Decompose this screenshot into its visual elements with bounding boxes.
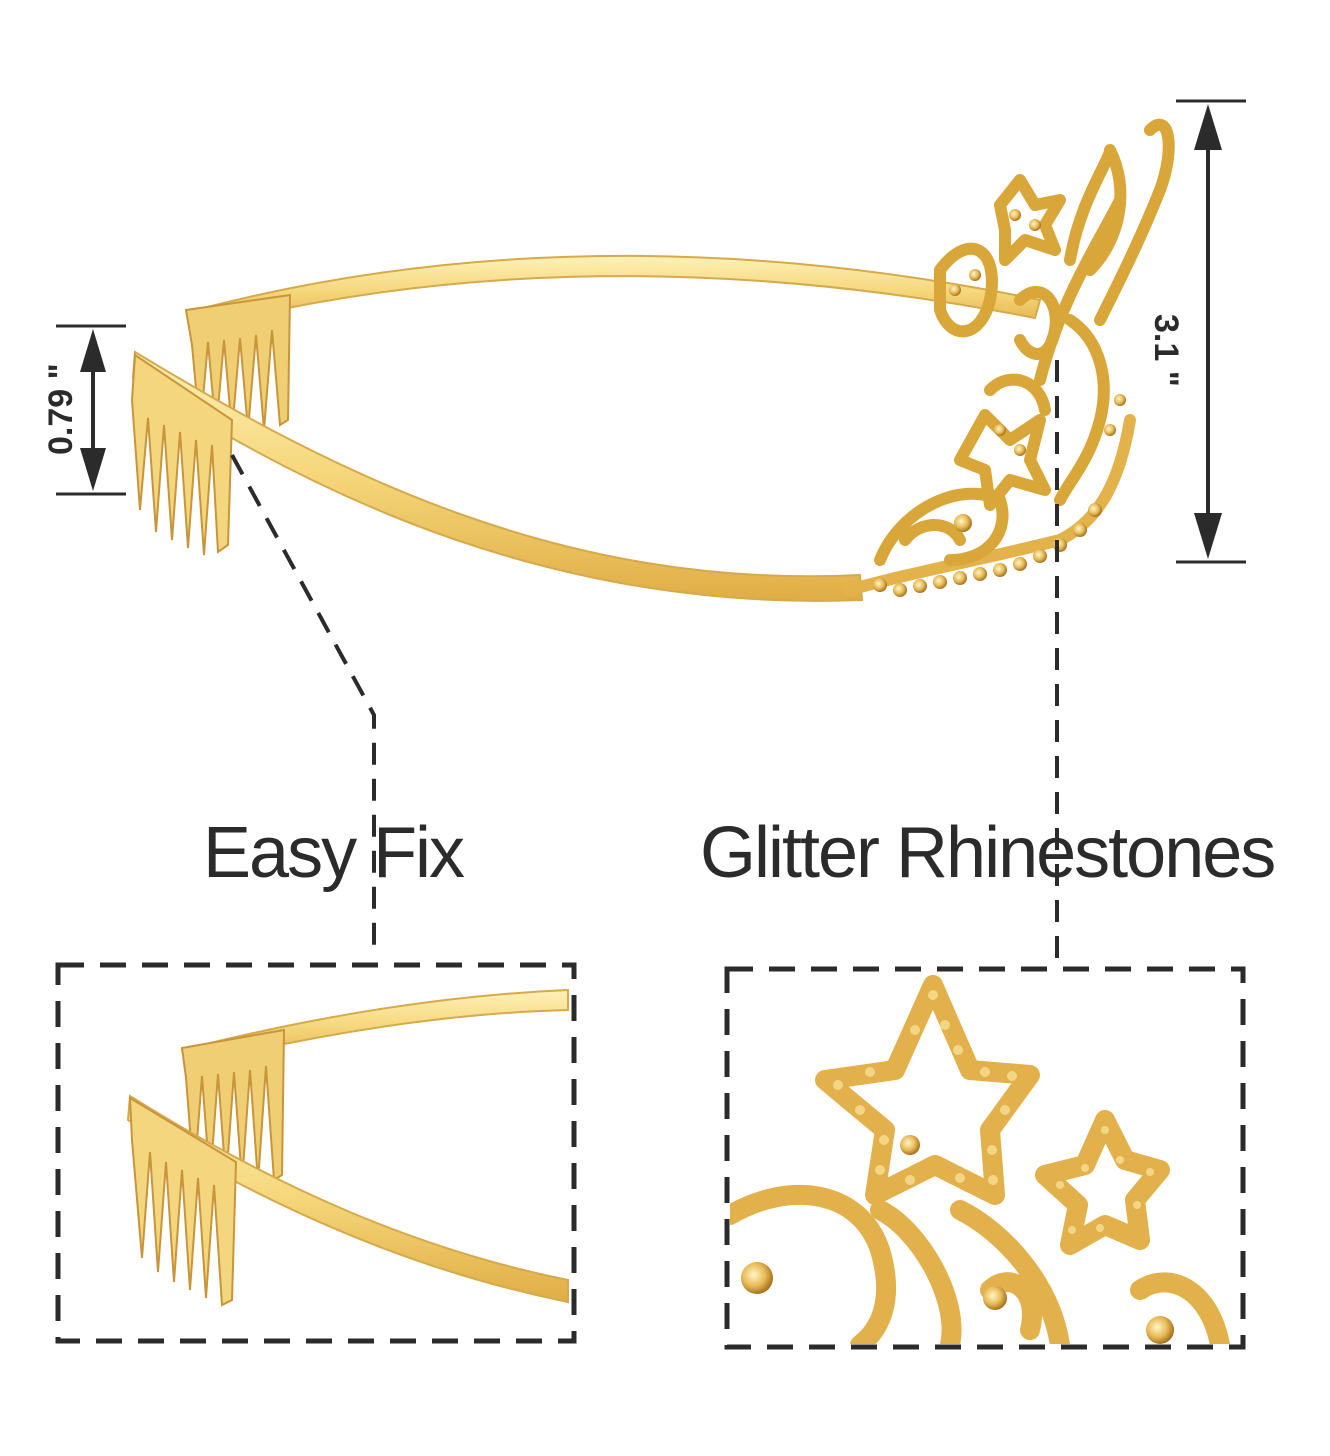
glitter-rhinestones-label: Glitter Rhinestones	[700, 813, 1276, 893]
comb-dimension	[56, 324, 126, 496]
back-band	[186, 254, 1042, 332]
leader-lines	[230, 360, 1059, 962]
comb-closeup	[126, 988, 569, 1307]
easy-fix-label: Easy Fix	[203, 813, 465, 893]
back-comb	[184, 293, 292, 433]
comb-dimension-label: 0.79 "	[42, 363, 80, 455]
front-band	[131, 350, 864, 602]
glitter-detail-box	[724, 966, 1246, 1350]
rhinestone-closeup	[730, 975, 1230, 1344]
height-dimension	[1176, 99, 1246, 564]
height-dimension-label: 3.1 "	[1147, 314, 1185, 387]
easy-fix-detail-box	[55, 962, 577, 1344]
tiara-main-image	[130, 118, 1175, 602]
front-comb	[130, 353, 234, 556]
crown	[844, 118, 1175, 596]
crown-gems	[873, 209, 1126, 597]
